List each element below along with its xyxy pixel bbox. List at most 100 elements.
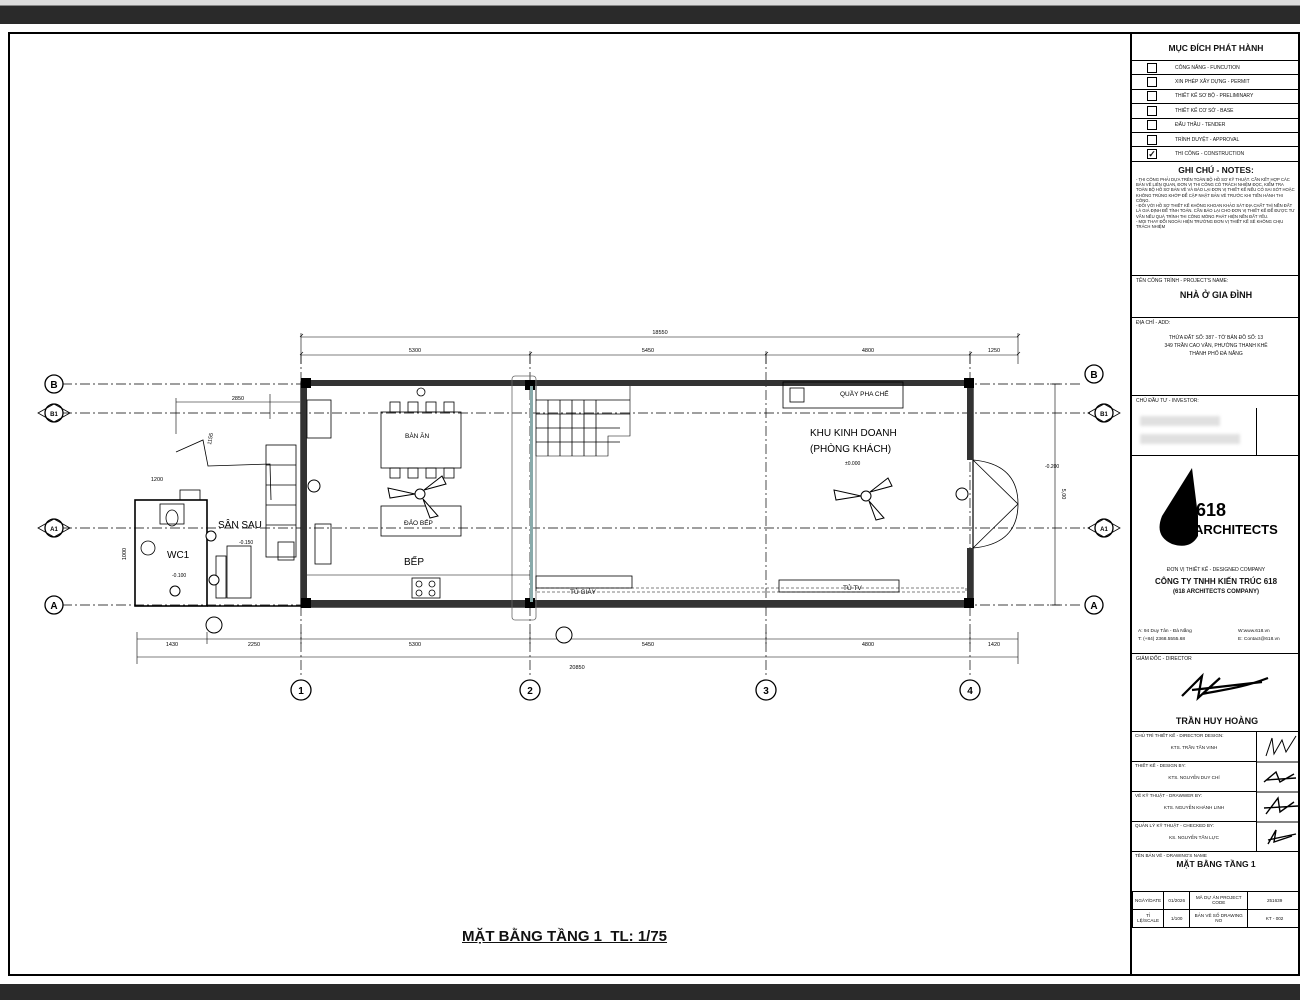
info-table: NGÀY/DATE 01/2026 MÃ DỰ ÁN PROJECT CODE … [1131, 890, 1300, 928]
dim-overall-bottom: 20850 [569, 665, 584, 671]
building-walls [300, 375, 974, 621]
svg-text:ARCHITECTS: ARCHITECTS [1194, 522, 1278, 537]
dim-top-3: 4800 [862, 348, 874, 354]
detail-marker-icon [169, 479, 969, 644]
contact-info: A: 94 Duy Tân - Đà Nẵng T: (+84) 2368.55… [1138, 628, 1280, 642]
level-mark-main: ±0.000 [845, 461, 860, 467]
dim-bottom-4: 4800 [862, 642, 874, 648]
checkbox[interactable] [1147, 77, 1157, 88]
investor-label: CHỦ ĐẦU TƯ - INVESTOR: [1136, 397, 1199, 404]
grid-label-B1-right: B1 [1100, 412, 1108, 418]
dim-2850: 2850 [232, 396, 244, 402]
drawing-name-label: TÊN BẢN VẼ - DRAWING'S NAME [1135, 852, 1207, 858]
level-mark-yard: -0.150 [239, 540, 253, 546]
grid-label-3: 3 [763, 686, 769, 697]
room-label-dao-bep: ĐẢO BẾP [404, 517, 433, 527]
drawing-title: MẶT BẰNG TẦNG 1_TL: 1/75 [462, 928, 668, 945]
grid-bubble-2 [519, 679, 541, 701]
company-name: CÔNG TY TNHH KIẾN TRÚC 618 [1154, 576, 1278, 586]
purpose-item[interactable]: THIẾT KẾ CƠ SỞ - BASE [1132, 103, 1300, 117]
viewer-top-bar [0, 0, 1300, 24]
purpose-item[interactable]: CÔNG NĂNG - FUNCUTION [1132, 60, 1300, 74]
grid-bubble-A-right [1084, 595, 1104, 615]
room-label-khu-kinh-doanh: KHU KINH DOANH [810, 428, 897, 439]
company-logo: 618 ARCHITECTS [1132, 454, 1300, 565]
grid-bubble-B-left [44, 374, 64, 394]
title-block: MỤC ĐÍCH PHÁT HÀNH CÔNG NĂNG - FUNCUTION… [1130, 34, 1300, 974]
address: THỬA ĐẤT SỐ: 387 - TỜ BẢN ĐỒ SỐ: 13 349 … [1164, 334, 1268, 357]
grid-label-A-right: A [1090, 601, 1097, 612]
purpose-item[interactable]: TRÌNH DUYỆT - APPROVAL [1132, 131, 1300, 146]
director-name: TRẦN HUY HOÀNG [1175, 716, 1259, 727]
grid-label-A-left: A [50, 601, 57, 612]
director-signature-icon [1181, 672, 1269, 701]
room-label-tu-tv: TỦ TV [843, 583, 862, 592]
drawing-name: MẶT BẰNG TẦNG 1 [1176, 859, 1256, 870]
room-label-bep: BẾP [404, 555, 424, 568]
dim-right: 5,00 [1060, 489, 1066, 500]
checkbox[interactable] [1147, 105, 1157, 116]
logo-mark-icon: 618 ARCHITECTS [1159, 467, 1278, 546]
checkbox[interactable] [1147, 91, 1157, 102]
floor-plan: 18550 5300 5450 4800 1250 1430 2250 5300… [37, 330, 1121, 701]
grid-bubble-3 [755, 679, 777, 701]
purpose-item[interactable]: ✓THI CÔNG - CONSTRUCTION [1132, 146, 1300, 160]
grid-bubble-A-left [44, 595, 64, 615]
annex [134, 439, 301, 607]
purpose-item[interactable]: THIẾT KẾ SƠ BỘ - PRELIMINARY [1132, 88, 1300, 103]
svg-text:618: 618 [1196, 500, 1226, 520]
notes-heading: GHI CHÚ - NOTES: [1178, 164, 1254, 175]
viewer-bottom-bar [0, 984, 1300, 1000]
viewer-scrollbar[interactable] [0, 0, 1300, 6]
sheet-border [8, 32, 1300, 976]
grid-label-B-left: B [50, 380, 57, 391]
purpose-item[interactable]: XIN PHÉP XÂY DỰNG - PERMIT [1132, 74, 1300, 88]
level-mark-wc: -0.100 [172, 573, 186, 579]
grid-label-2: 2 [527, 686, 533, 697]
notes-text: - THI CÔNG PHẢI DỰA TRÊN TOÀN BỘ HỒ SƠ K… [1136, 176, 1295, 230]
dim-top-1: 5300 [409, 348, 421, 354]
dim-bottom-3: 5450 [642, 642, 654, 648]
checkbox[interactable] [1147, 134, 1157, 145]
dim-bottom-5: 1420 [988, 642, 1000, 648]
purpose-list: CÔNG NĂNG - FUNCUTION XIN PHÉP XÂY DỰNG … [1132, 60, 1300, 161]
redacted-investor [1140, 433, 1240, 444]
grid-bubble-B-right [1084, 364, 1104, 384]
dim-1200: 1200 [151, 477, 163, 483]
purpose-item[interactable]: ĐẤU THẦU - TENDER [1132, 117, 1300, 132]
room-label-ban-an: BÀN ĂN [405, 431, 430, 440]
grid-label-1: 1 [298, 686, 304, 697]
project-label: TÊN CÔNG TRÌNH - PROJECT'S NAME: [1136, 277, 1229, 284]
dim-top-4: 1250 [988, 348, 1000, 354]
checkbox[interactable] [1147, 120, 1157, 131]
checkbox[interactable] [1147, 62, 1157, 73]
grid-label-4: 4 [967, 686, 973, 697]
grid-bubble-4 [959, 679, 981, 701]
room-label-wc1: WC1 [167, 550, 190, 561]
address-label: ĐỊA CHỈ - ADD: [1136, 319, 1171, 326]
dim-bottom-0: 1430 [166, 642, 178, 648]
room-label-phong-khach: (PHÒNG KHÁCH) [810, 442, 891, 455]
room-label-quay-pha-che: QUẦY PHA CHẾ [840, 388, 889, 398]
grid-label-B1-left: B1 [50, 412, 58, 418]
checkbox-checked[interactable]: ✓ [1147, 149, 1157, 160]
dim-overall-top: 18550 [652, 330, 667, 336]
dim-top-2: 5450 [642, 348, 654, 354]
dim-1000: 1000 [122, 548, 128, 560]
director-label: GIÁM ĐỐC - DIRECTOR [1136, 655, 1192, 662]
grid-label-A1-left: A1 [50, 527, 58, 533]
designer-label: ĐƠN VỊ THIẾT KẾ - DESIGNED COMPANY [1166, 566, 1266, 573]
company-name-en: (618 ARCHITECTS COMPANY) [1172, 588, 1259, 595]
redacted-investor [1140, 415, 1220, 426]
kitchen-furniture [306, 381, 1019, 599]
grid-label-B-right: B [1090, 370, 1097, 381]
ceiling-fan-icon [387, 475, 893, 521]
staff-signature-icon [1256, 735, 1300, 845]
dim-bottom-1: 2250 [248, 642, 260, 648]
grid-bubble-1 [290, 679, 312, 701]
purpose-heading: MỤC ĐÍCH PHÁT HÀNH [1168, 43, 1264, 53]
dim-1155: 1155 [207, 432, 215, 445]
dimension-lines-top [136, 333, 1060, 664]
grid-label-A1-right: A1 [1100, 527, 1108, 533]
room-label-tu-giay: TỦ GIÀY [570, 587, 597, 596]
